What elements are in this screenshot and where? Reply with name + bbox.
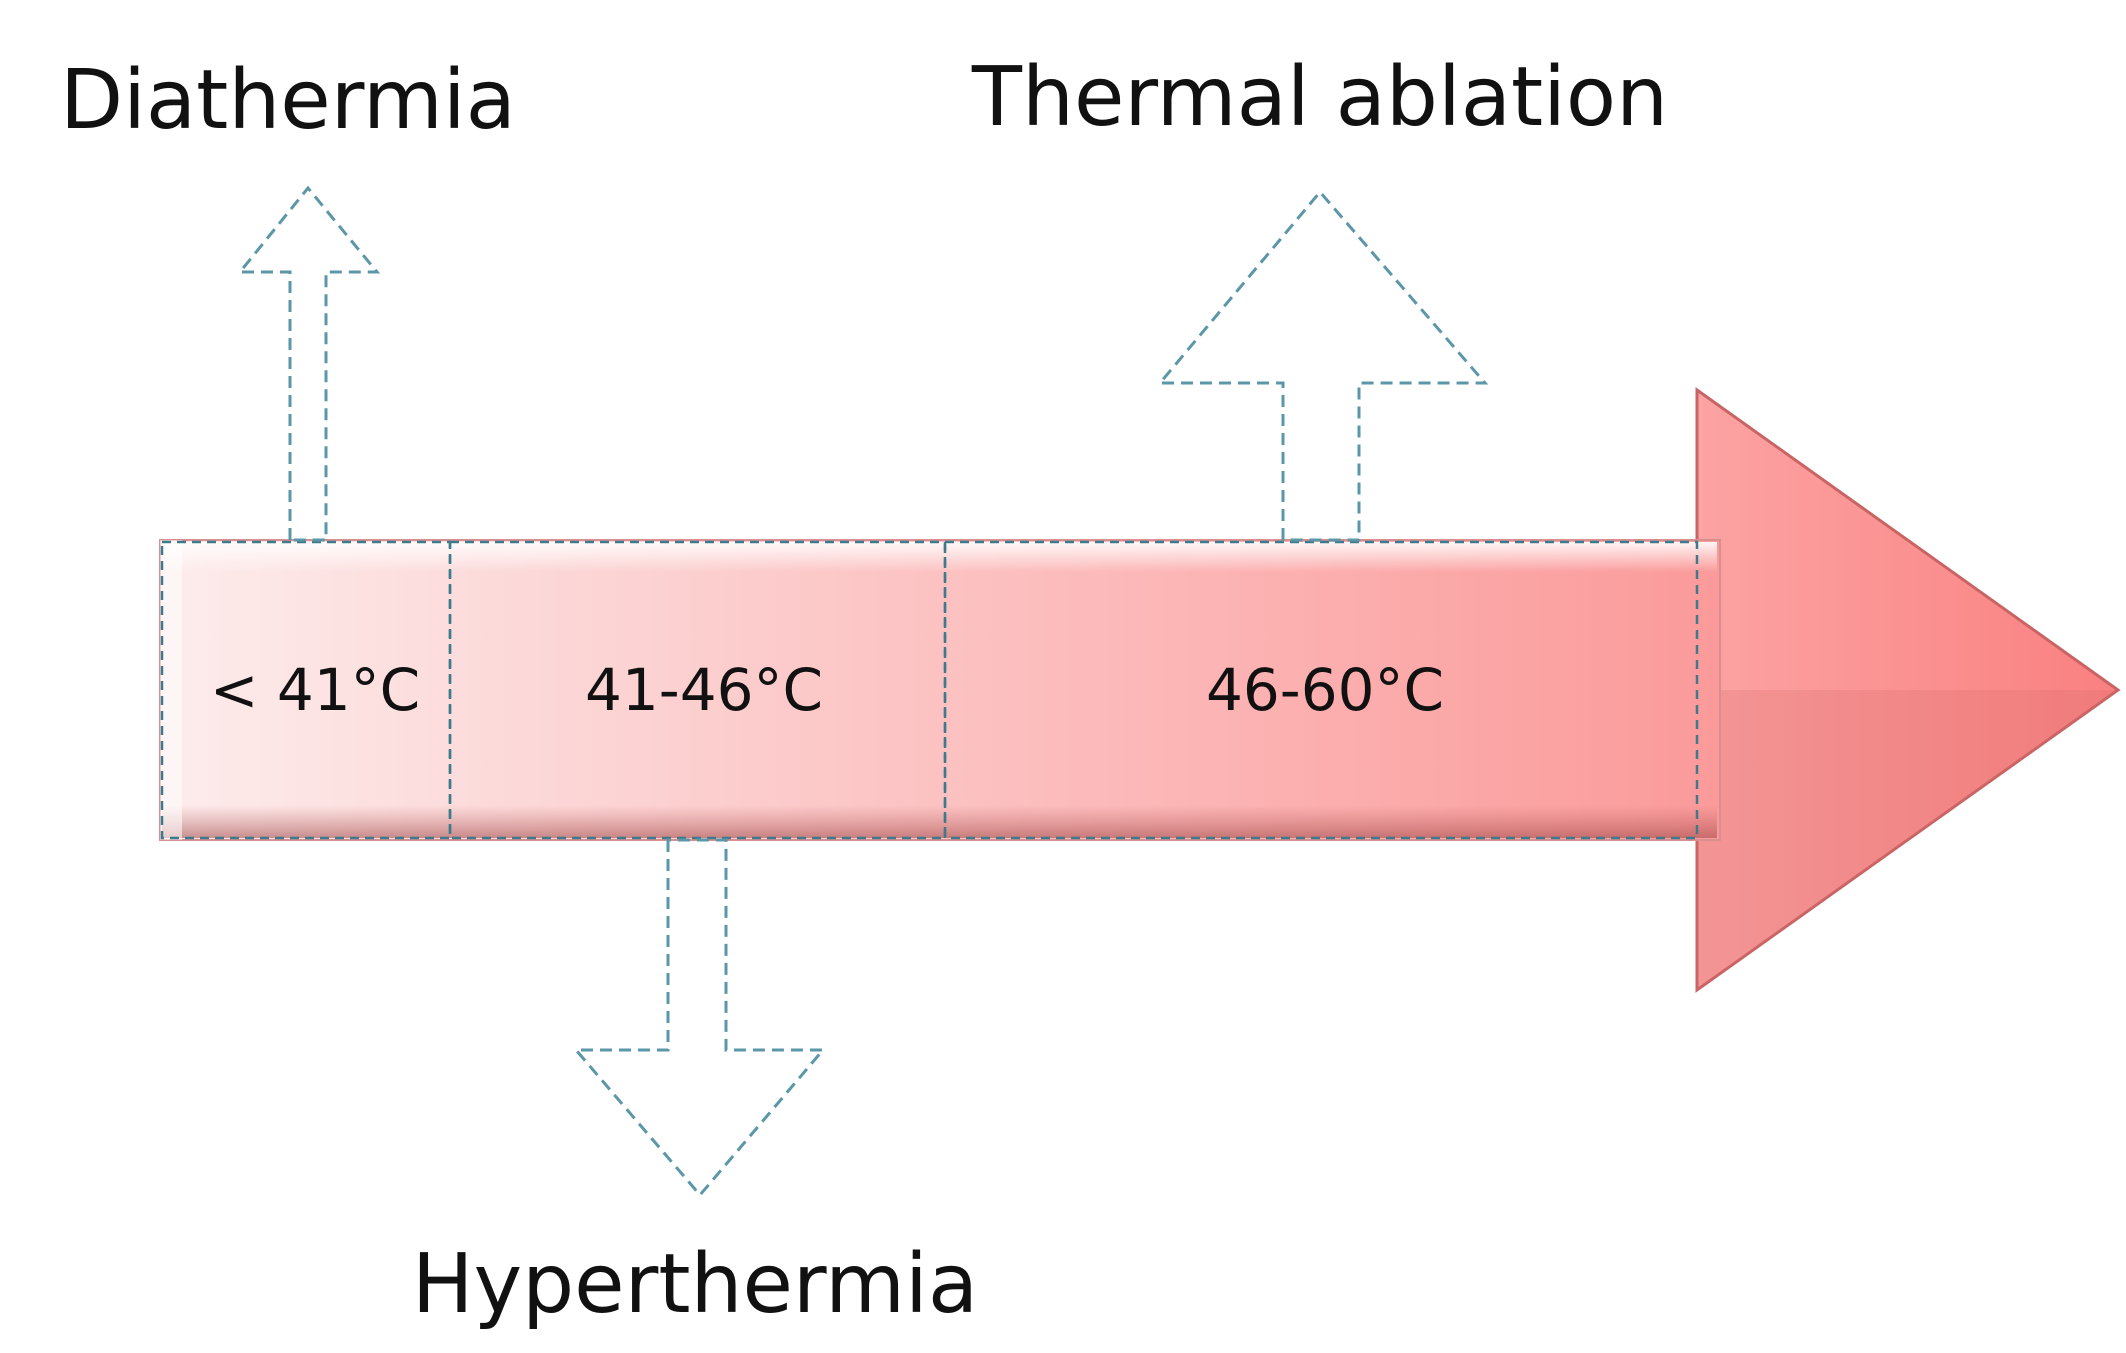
arrow-up-diathermia-icon [236, 185, 381, 542]
temperature-arrow [159, 387, 2121, 993]
category-label-hyperthermia: Hyperthermia [412, 1237, 978, 1332]
arrow-head-lower-shade [1697, 690, 2118, 990]
arrow-down-hyperthermia-icon [572, 838, 827, 1198]
zone-outline-hyperthermia [448, 540, 947, 840]
range-label-hyperthermia: 41-46°C [585, 656, 823, 724]
arrow-shaft-bottom-bevel [162, 805, 1717, 838]
arrow-up-ablation-icon [1156, 189, 1489, 542]
category-label-ablation: Thermal ablation [971, 50, 1668, 145]
zone-outlines [160, 540, 1699, 840]
arrow-shaft-top-bevel [162, 542, 1717, 572]
category-label-diathermia: Diathermia [60, 53, 516, 148]
zone-outline-ablation [943, 540, 1699, 840]
arrow-shaft-left-bevel [160, 540, 182, 840]
arrow-shaft [159, 539, 1721, 841]
range-label-diathermia: < 41°C [210, 656, 420, 724]
range-label-ablation: 46-60°C [1206, 656, 1444, 724]
